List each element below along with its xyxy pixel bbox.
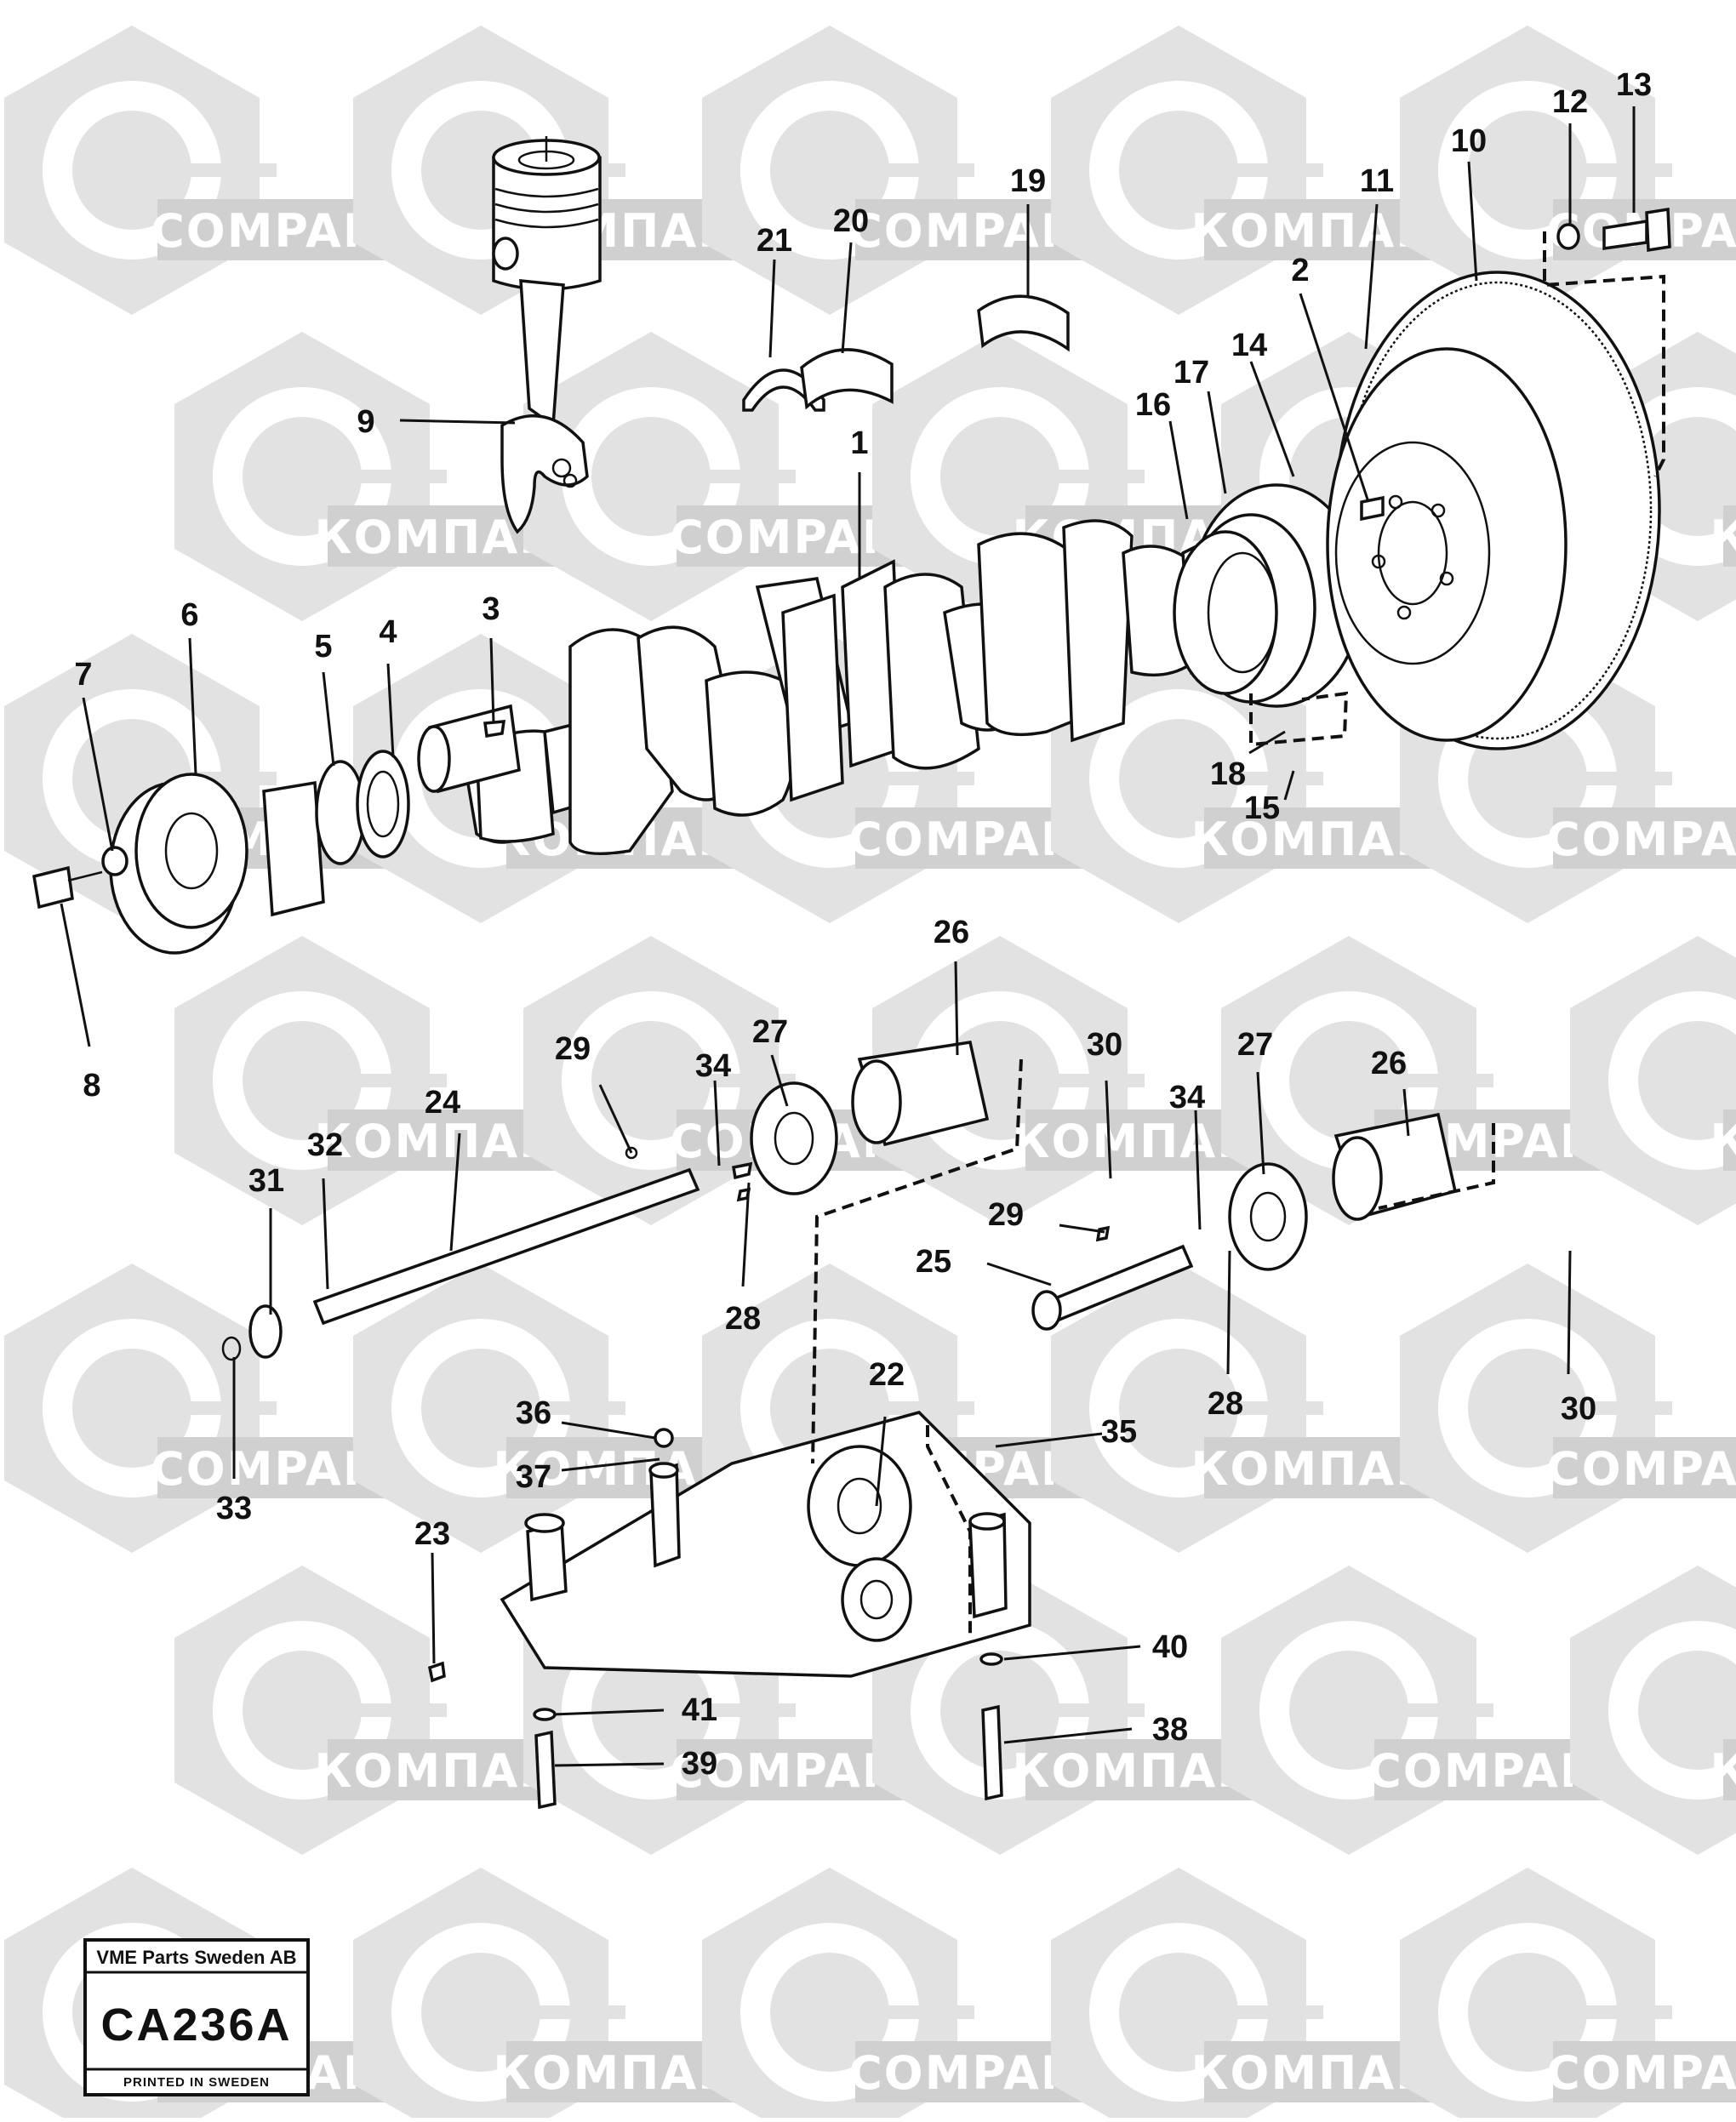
callout-14: 14 xyxy=(1231,328,1267,363)
callout-4: 4 xyxy=(379,614,397,650)
callout-30b: 30 xyxy=(1561,1391,1596,1427)
callout-28a: 28 xyxy=(725,1301,761,1337)
flywheel-bolt-and-washer xyxy=(1556,207,1671,253)
watermark-text: COMPART xyxy=(1546,813,1736,866)
watermark-band xyxy=(1553,1437,1736,1498)
callout-21: 21 xyxy=(757,223,792,259)
callout-40: 40 xyxy=(1152,1629,1188,1665)
watermark-text: КОМПАРТ xyxy=(1710,1115,1736,1168)
watermark-hexagon xyxy=(1400,1264,1672,1553)
housing-bolts xyxy=(533,1652,1003,1810)
watermark-band xyxy=(1723,1109,1736,1171)
callout-19: 19 xyxy=(1010,163,1046,199)
crank-gear-and-key xyxy=(315,720,506,865)
callout-39: 39 xyxy=(682,1746,717,1782)
callout-3: 3 xyxy=(482,591,500,627)
callout-10: 10 xyxy=(1451,123,1487,159)
callout-29a: 29 xyxy=(555,1031,591,1067)
callout-34b: 34 xyxy=(1169,1080,1205,1115)
watermark-hexagon xyxy=(174,332,447,621)
callout-5: 5 xyxy=(314,629,332,665)
callout-25: 25 xyxy=(916,1244,951,1280)
front-pulley xyxy=(32,773,325,955)
watermark-band xyxy=(1553,2041,1736,2102)
callout-labels: 1 2 3 4 5 6 7 8 9 10 11 12 13 14 15 16 1… xyxy=(74,67,1652,1782)
watermark-hexagon xyxy=(174,936,447,1225)
callout-22: 22 xyxy=(869,1357,905,1393)
callout-2: 2 xyxy=(1291,253,1309,288)
watermark-text: КОМПАРТ xyxy=(1710,511,1736,564)
callout-1: 1 xyxy=(850,425,868,461)
title-block-code: CA236A xyxy=(100,1999,292,2051)
callout-23: 23 xyxy=(414,1516,450,1552)
callout-15: 15 xyxy=(1244,790,1280,826)
bearing-shells xyxy=(742,294,1070,412)
callout-36: 36 xyxy=(516,1395,551,1431)
title-block-company: VME Parts Sweden AB xyxy=(96,1947,296,1968)
callout-27a: 27 xyxy=(752,1014,788,1050)
title-block: VME Parts Sweden AB CA236A PRINTED IN SW… xyxy=(83,1938,310,2096)
callout-32: 32 xyxy=(307,1127,343,1163)
callout-30a: 30 xyxy=(1087,1027,1122,1063)
callout-28b: 28 xyxy=(1208,1386,1243,1422)
flywheel xyxy=(1326,271,1661,750)
rear-seal-assembly xyxy=(1173,483,1363,708)
watermark-band xyxy=(1723,505,1736,567)
callout-38: 38 xyxy=(1152,1712,1188,1748)
watermark-hexagon xyxy=(174,1566,447,1855)
callout-34a: 34 xyxy=(695,1048,731,1084)
watermark-text: КОМПАРТ xyxy=(1710,1744,1736,1798)
callout-8: 8 xyxy=(83,1068,100,1104)
callout-41: 41 xyxy=(682,1692,717,1728)
watermark-text: COMPART xyxy=(1546,2046,1736,2100)
balance-shaft-left xyxy=(221,1041,990,1361)
balance-shaft-right xyxy=(1031,1112,1458,1331)
callout-35: 35 xyxy=(1101,1414,1137,1450)
callout-6: 6 xyxy=(180,597,198,633)
callout-37: 37 xyxy=(516,1459,551,1495)
callout-17: 17 xyxy=(1174,355,1209,391)
watermark-band xyxy=(1723,1739,1736,1800)
callout-11: 11 xyxy=(1360,163,1394,199)
watermark-hexagon xyxy=(1570,936,1736,1225)
leader-lines xyxy=(60,106,1636,1767)
callout-12: 12 xyxy=(1552,84,1588,120)
watermark-band xyxy=(1553,807,1736,869)
title-block-printed: PRINTED IN SWEDEN xyxy=(123,2075,270,2090)
callout-7: 7 xyxy=(74,657,92,693)
callout-33: 33 xyxy=(216,1491,252,1526)
callout-9: 9 xyxy=(357,404,374,440)
callout-26b: 26 xyxy=(1371,1046,1407,1081)
callout-16: 16 xyxy=(1135,387,1171,423)
watermark-hexagon xyxy=(1221,1566,1493,1855)
bearing-housing xyxy=(427,1411,1031,1683)
callout-18: 18 xyxy=(1210,756,1246,792)
callout-27b: 27 xyxy=(1237,1027,1273,1063)
watermark-hexagon xyxy=(702,26,974,315)
callout-24: 24 xyxy=(425,1085,460,1121)
assembly-lines xyxy=(811,231,1665,1634)
callout-13: 13 xyxy=(1616,67,1652,103)
callout-31: 31 xyxy=(248,1163,284,1199)
piston-and-conrod xyxy=(492,136,602,534)
crankshaft xyxy=(417,519,1244,856)
callout-26a: 26 xyxy=(934,915,969,950)
watermark-hexagon xyxy=(353,1264,625,1553)
watermark-hexagon xyxy=(4,26,277,315)
watermark-hexagon xyxy=(1570,1566,1736,1855)
callout-29b: 29 xyxy=(988,1197,1024,1233)
callout-20: 20 xyxy=(833,203,869,239)
watermark-text: COMPART xyxy=(1546,1442,1736,1496)
watermark-hexagon xyxy=(1051,26,1323,315)
